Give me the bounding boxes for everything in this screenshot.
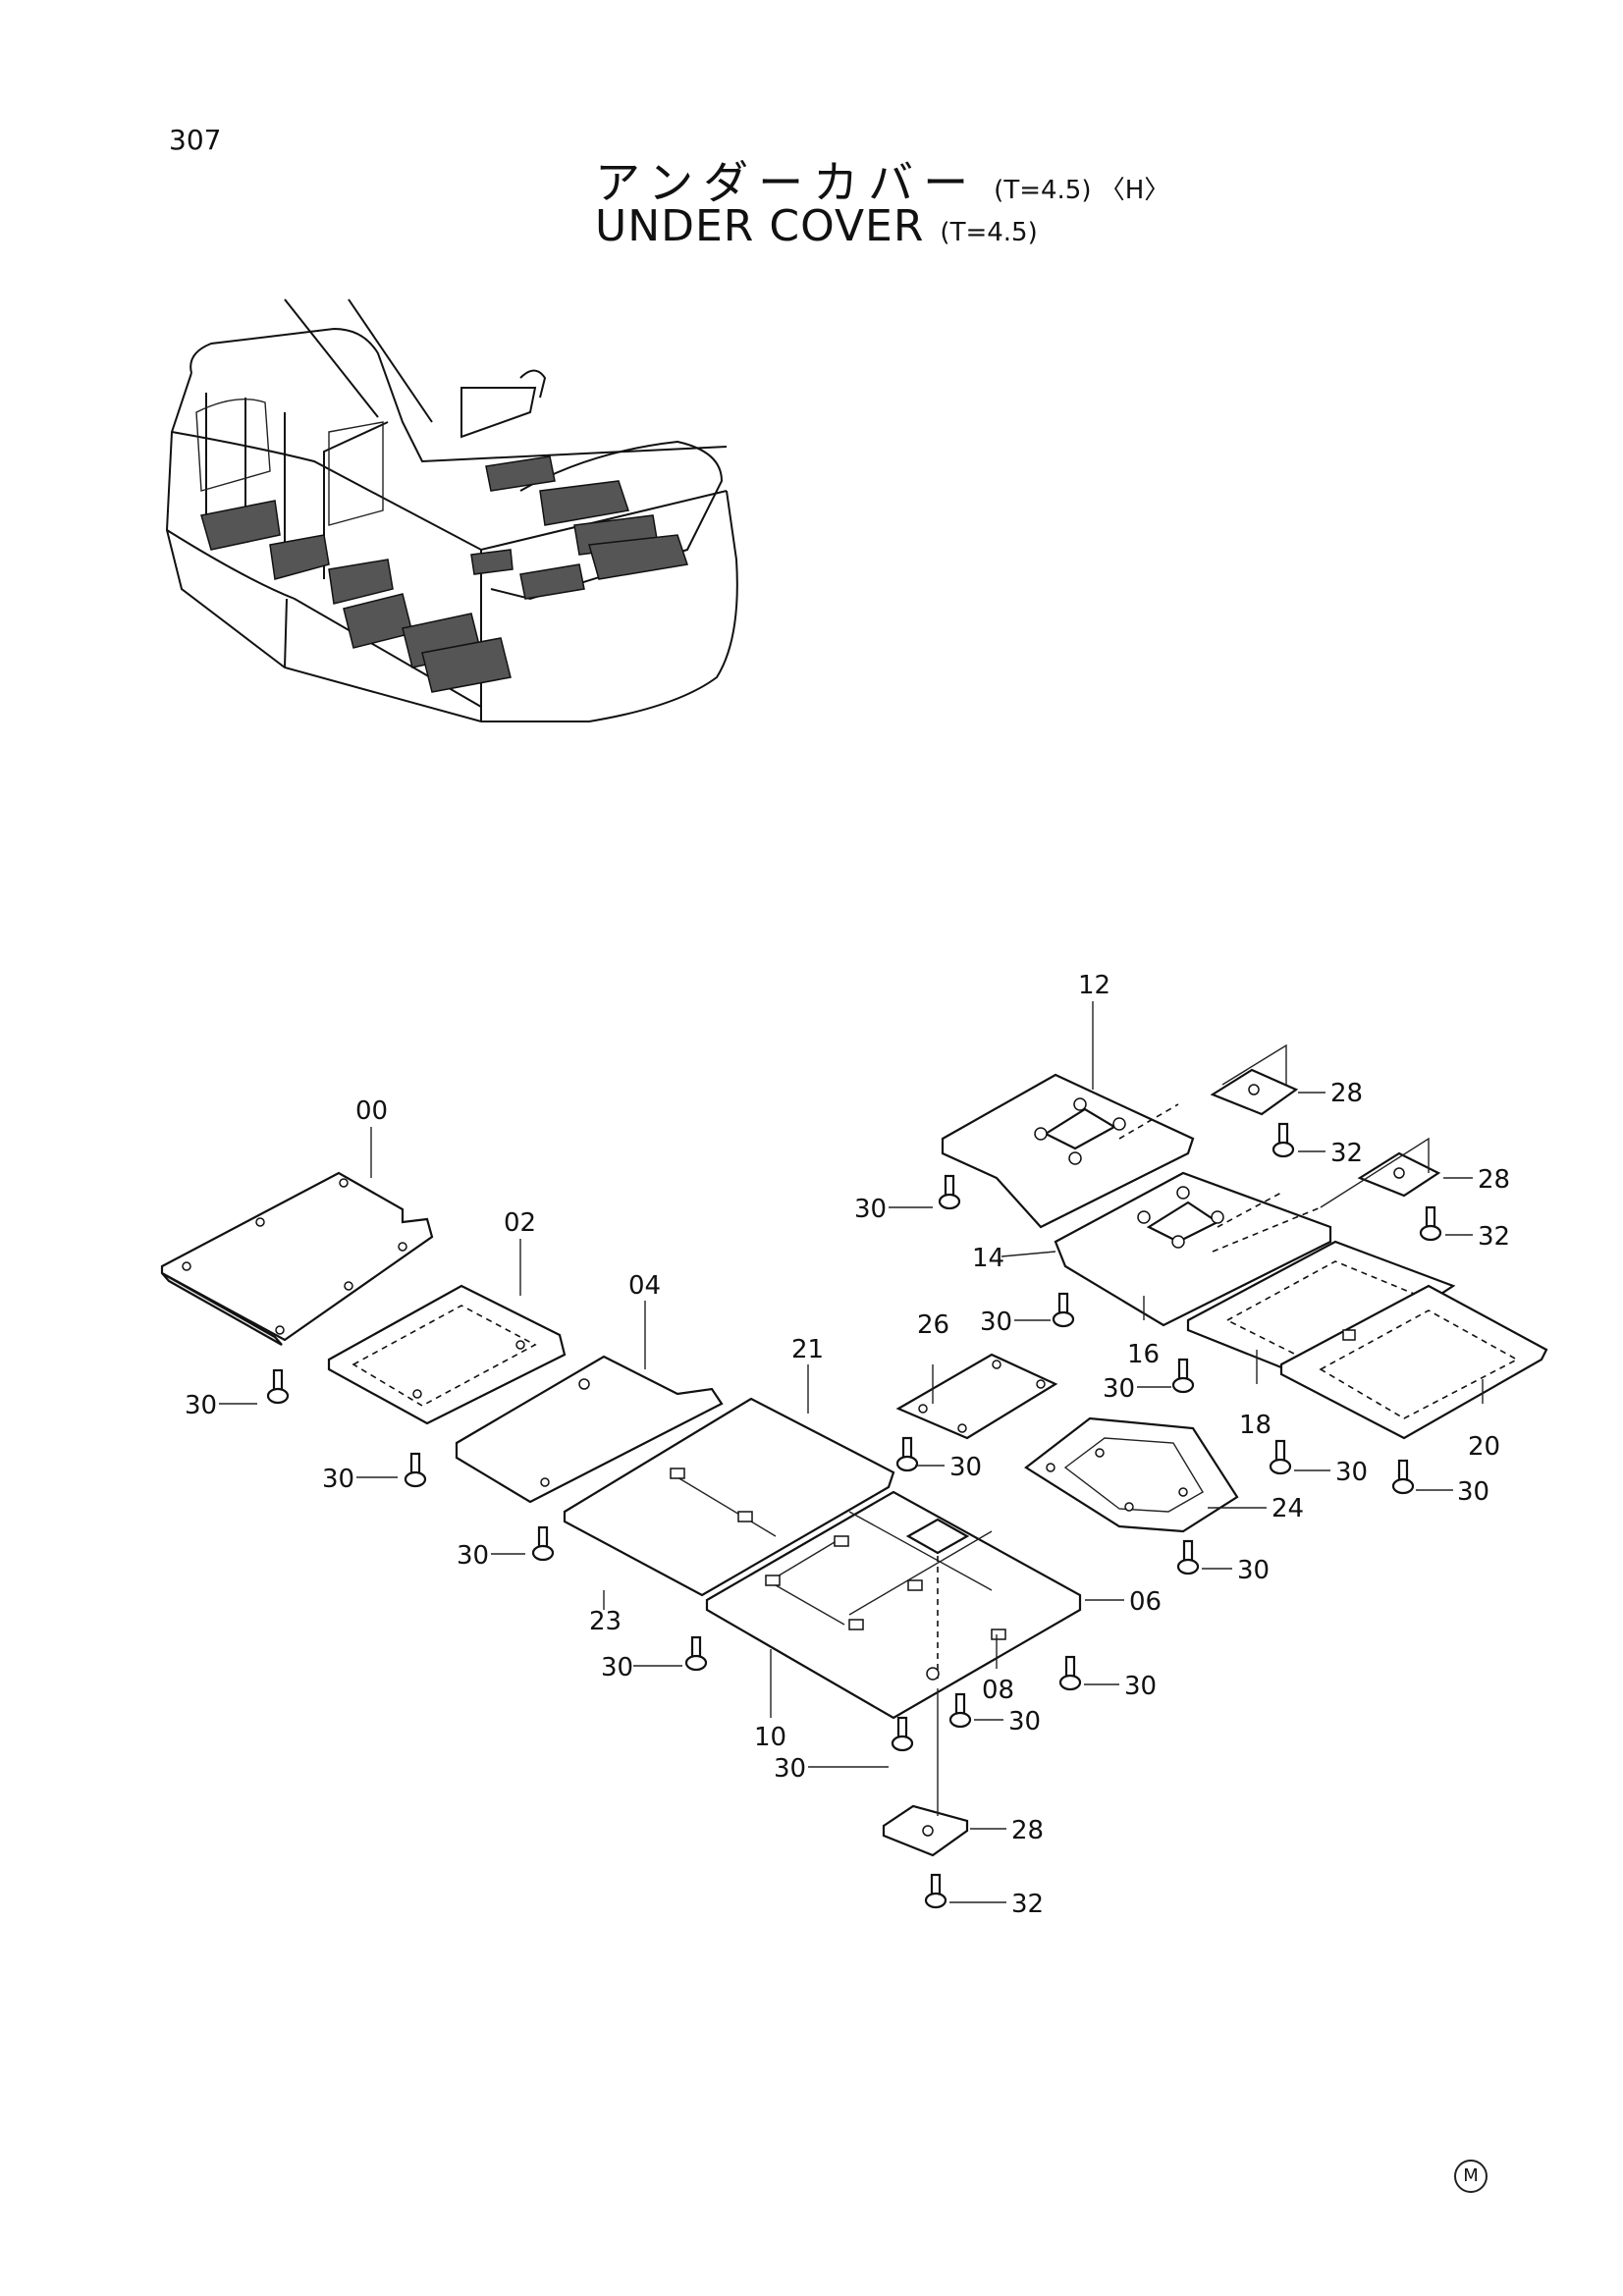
title-japanese-text: アンダーカバー <box>595 156 979 209</box>
callout-30-l: 30 <box>1237 1556 1270 1585</box>
title-japanese-spec: (T=4.5) 〈H〉 <box>994 176 1170 205</box>
callout-10: 10 <box>754 1723 786 1752</box>
callout-02: 02 <box>504 1208 536 1238</box>
part-12-plate <box>941 1073 1195 1229</box>
part-26-plate <box>895 1353 1058 1440</box>
callout-labels: 00 02 04 21 12 26 14 16 18 20 24 06 08 2… <box>185 971 1510 1919</box>
callout-06: 06 <box>1129 1587 1162 1617</box>
part-00-plate <box>160 1171 434 1346</box>
title-english-spec: (T=4.5) <box>940 218 1038 247</box>
callout-30-a: 30 <box>185 1391 217 1420</box>
part-04-plate <box>455 1355 724 1504</box>
callout-04: 04 <box>628 1271 661 1301</box>
callout-30-i: 30 <box>949 1453 982 1482</box>
callout-00: 00 <box>355 1096 388 1126</box>
callout-30-j: 30 <box>1335 1458 1368 1487</box>
callout-32-a: 32 <box>1330 1139 1363 1168</box>
callout-24: 24 <box>1271 1494 1304 1523</box>
callout-30-c: 30 <box>457 1541 489 1571</box>
part-24-plate <box>1024 1416 1239 1533</box>
page-number: 307 <box>169 124 222 156</box>
callout-18: 18 <box>1239 1411 1271 1440</box>
leader-lines <box>219 1001 1484 1903</box>
callout-28-b: 28 <box>1478 1165 1510 1195</box>
bolts <box>266 1122 1442 1909</box>
callout-23: 23 <box>589 1607 622 1636</box>
part-06-plate <box>705 1490 1082 1720</box>
title-english-text: UNDER COVER <box>595 201 925 251</box>
callout-16: 16 <box>1127 1340 1160 1369</box>
callout-30-m: 30 <box>1124 1672 1157 1701</box>
callout-30-h: 30 <box>1103 1374 1135 1404</box>
callout-30-n: 30 <box>1008 1707 1041 1736</box>
callout-12: 12 <box>1078 971 1110 1000</box>
callout-26: 26 <box>917 1310 949 1340</box>
callout-32-b: 32 <box>1478 1222 1510 1252</box>
part-28-plates <box>882 1043 1441 1857</box>
callout-30-d: 30 <box>601 1653 633 1682</box>
part-20-plate <box>1279 1284 1548 1440</box>
callout-20: 20 <box>1468 1432 1500 1462</box>
page-title-japanese: アンダーカバー (T=4.5) 〈H〉 <box>595 147 1169 212</box>
callout-28-a: 28 <box>1330 1079 1363 1108</box>
part-02-plate <box>327 1284 567 1425</box>
callout-30-f: 30 <box>854 1195 887 1224</box>
callout-28-c: 28 <box>1011 1816 1044 1845</box>
machine-overview-illustration <box>165 298 738 722</box>
callout-32-c: 32 <box>1011 1890 1044 1919</box>
page-title-english: UNDER COVER (T=4.5) <box>595 201 1038 251</box>
manufacturer-mark: M <box>1454 2160 1488 2193</box>
part-14-plate <box>1054 1171 1332 1327</box>
callout-08: 08 <box>982 1676 1014 1705</box>
part-21-plate <box>563 1397 895 1597</box>
callout-30-b: 30 <box>322 1465 354 1494</box>
callout-30-e: 30 <box>774 1754 806 1784</box>
callout-30-g: 30 <box>980 1308 1012 1337</box>
callout-14: 14 <box>972 1244 1004 1273</box>
callout-21: 21 <box>791 1335 824 1364</box>
callout-30-k: 30 <box>1457 1477 1489 1507</box>
